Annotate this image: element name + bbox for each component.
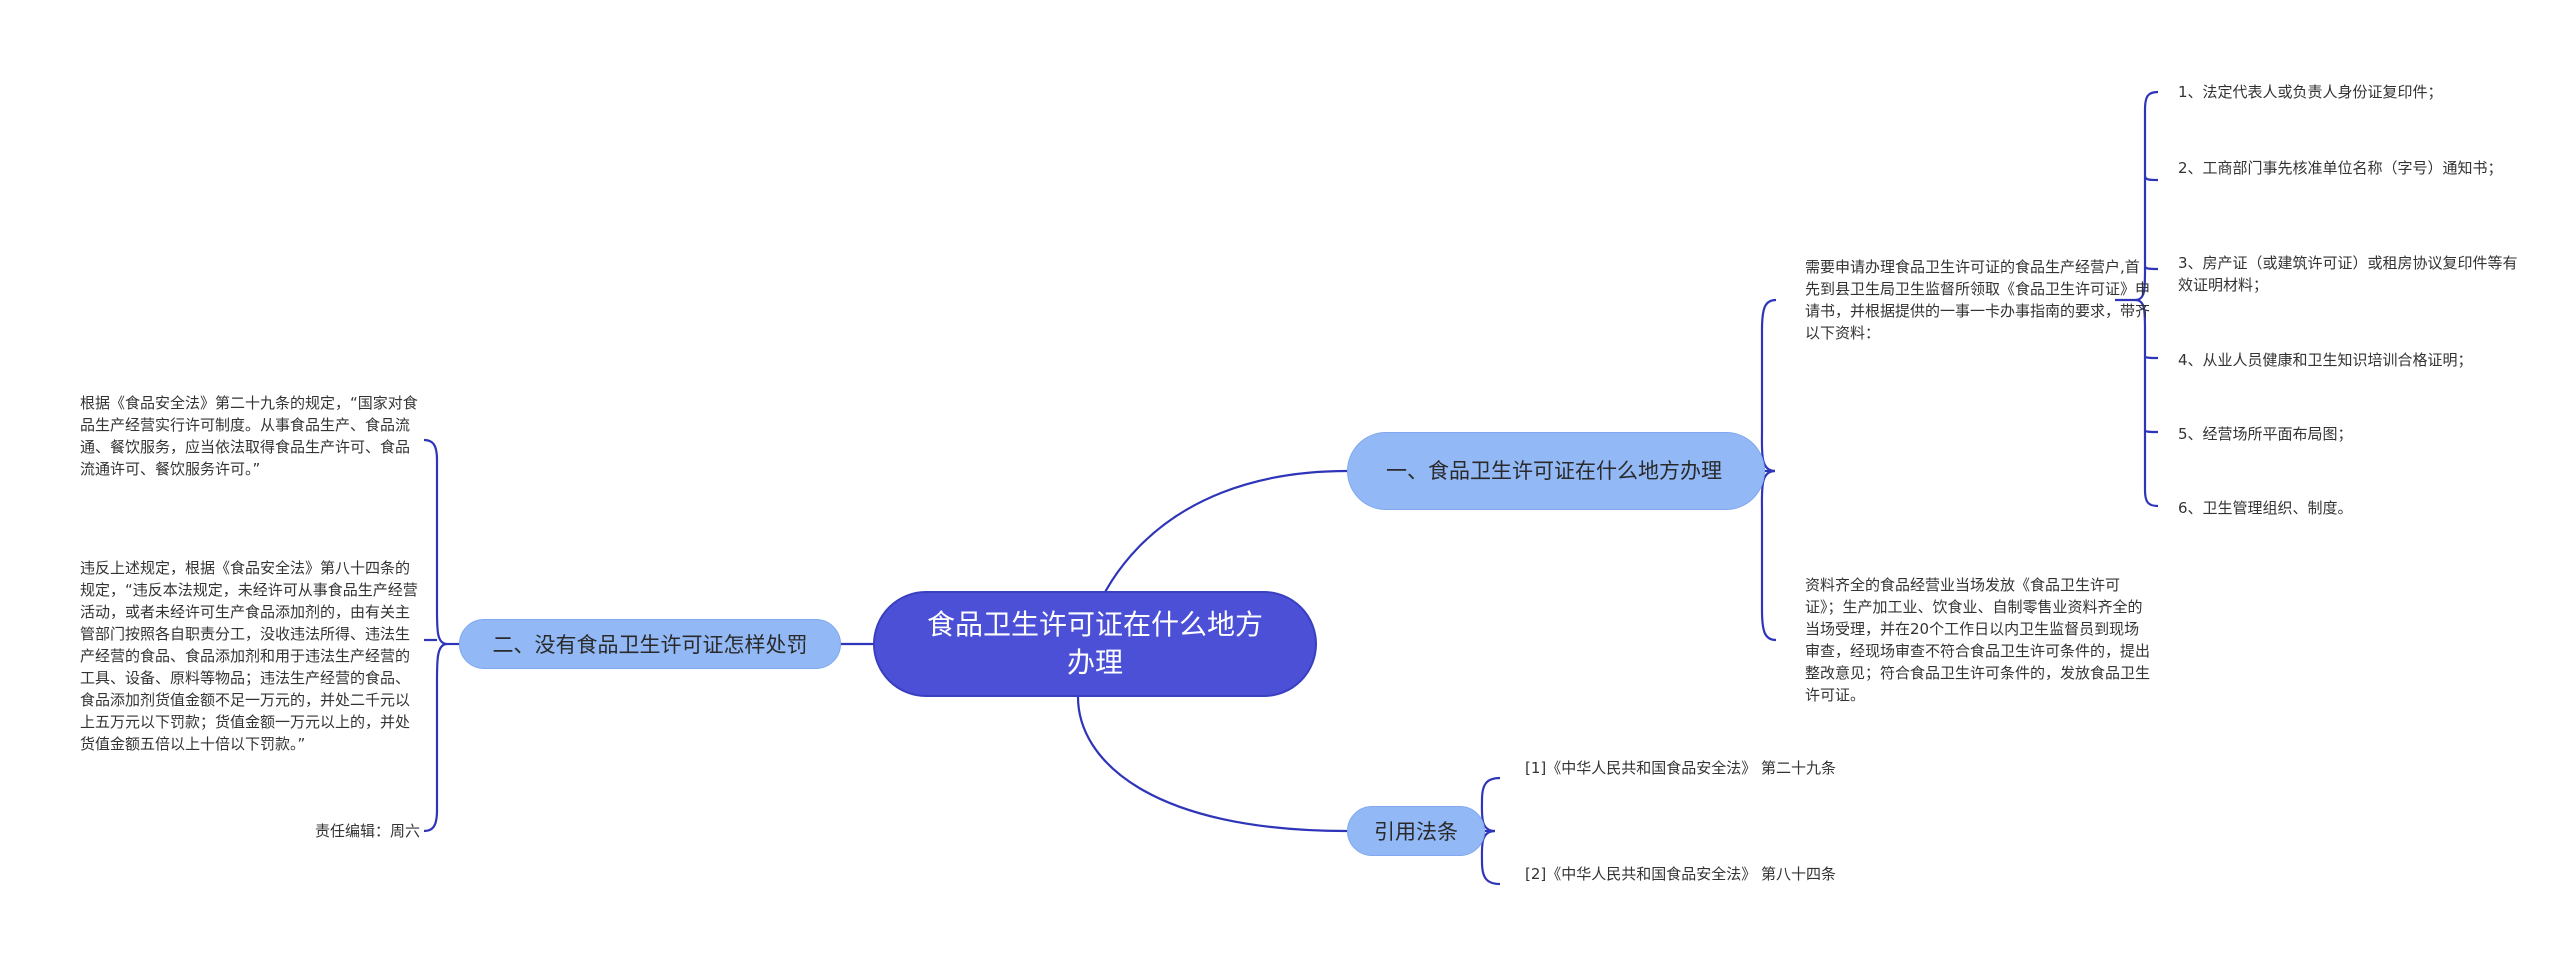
- item-2: 2、工商部门事先核准单位名称（字号）通知书；: [2178, 159, 2503, 177]
- tick-item-3: [2143, 265, 2159, 271]
- branch-1-topic[interactable]: 一、食品卫生许可证在什么地方办理: [1347, 432, 1765, 510]
- branch-1-intro: 需要申请办理食品卫生许可证的食品生产经营户,首先到县卫生局卫生监督所领取《食品卫…: [1805, 258, 2151, 342]
- editor-credit: 责任编辑：周六: [314, 822, 420, 840]
- item-1: 1、法定代表人或负责人身份证复印件；: [2178, 83, 2443, 101]
- branch-1-label: 一、食品卫生许可证在什么地方办理: [1386, 459, 1722, 483]
- branch-1-outro: 资料齐全的食品经营业当场发放《食品卫生许可证》；生产加工业、饮食业、自制零售业资…: [1805, 576, 2151, 704]
- branch-2-label: 二、没有食品卫生许可证怎样处罚: [492, 633, 808, 657]
- tick-item-5: [2143, 429, 2159, 434]
- bracket-branch2: [423, 438, 448, 833]
- central-topic-label: 食品卫生许可证在什么地方办理: [926, 608, 1263, 679]
- item-3: 3、房产证（或建筑许可证）或租房协议复印件等有效证明材料；: [2178, 254, 2518, 294]
- branch-2-topic[interactable]: 二、没有食品卫生许可证怎样处罚: [459, 619, 841, 669]
- tick-item-2: [2143, 175, 2159, 182]
- branch-2-paragraph-1: 根据《食品安全法》第二十九条的规定，“国家对食品生产经营实行许可制度。从事食品生…: [80, 394, 418, 478]
- link-central-branch3: [1076, 696, 1348, 833]
- reference-2: [2]《中华人民共和国食品安全法》 第八十四条: [1525, 865, 1837, 883]
- tick-item-4: [2143, 355, 2159, 360]
- item-5: 5、经营场所平面布局图；: [2178, 425, 2353, 443]
- bracket-items: [2134, 90, 2159, 508]
- branch-2-paragraph-2: 违反上述规定，根据《食品安全法》第八十四条的规定，“违反本法规定，未经许可从事食…: [80, 559, 418, 753]
- item-6: 6、卫生管理组织、制度。: [2178, 499, 2353, 517]
- reference-1: [1]《中华人民共和国食品安全法》 第二十九条: [1525, 759, 1837, 777]
- bracket-branch1: [1760, 298, 1777, 642]
- bracket-branch3: [1480, 776, 1501, 886]
- branch-3-label: 引用法条: [1374, 820, 1458, 844]
- item-4: 4、从业人员健康和卫生知识培训合格证明；: [2178, 351, 2473, 369]
- branch-3-topic[interactable]: 引用法条: [1347, 806, 1485, 856]
- central-topic[interactable]: 食品卫生许可证在什么地方办理: [873, 591, 1317, 697]
